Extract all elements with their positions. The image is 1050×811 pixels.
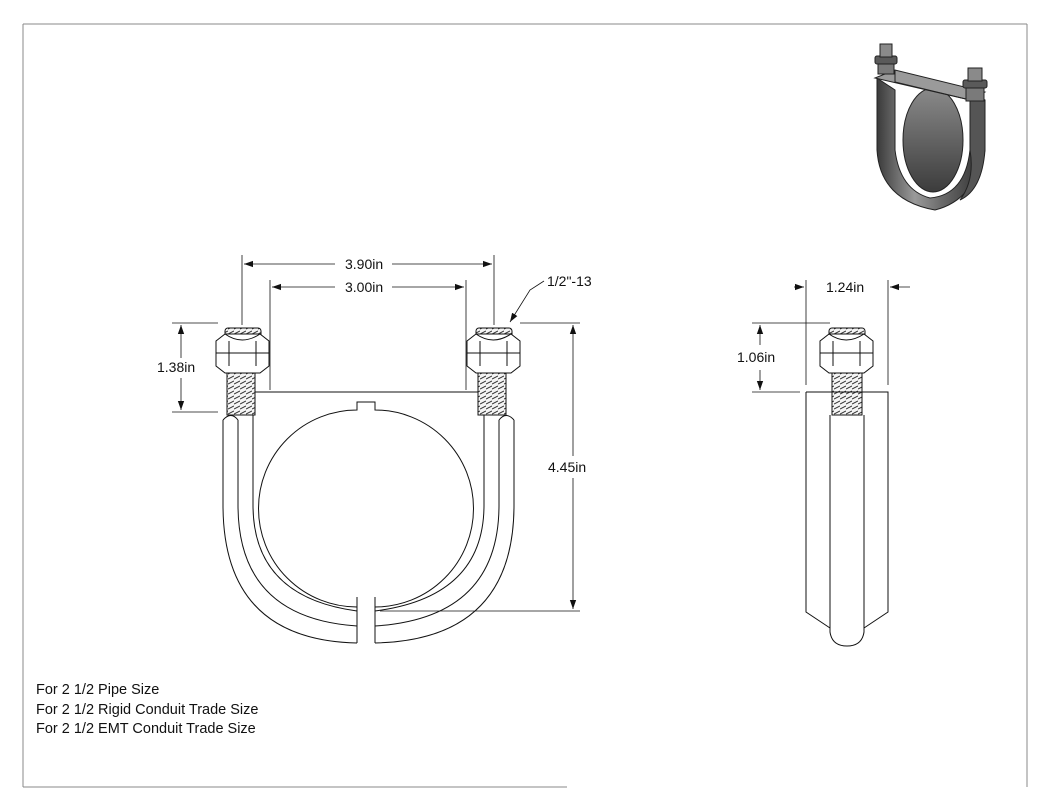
side-view [805,327,889,647]
dim-outer-width: 3.90in [345,256,383,272]
front-dimensions [172,255,580,612]
front-view [215,327,521,644]
note-emt-conduit: For 2 1/2 EMT Conduit Trade Size [36,721,256,737]
dim-inner-width: 3.00in [345,279,383,295]
note-rigid-conduit: For 2 1/2 Rigid Conduit Trade Size [36,701,259,718]
dim-side-thread-length: 1.06in [737,349,775,365]
dim-side-width: 1.24in [826,279,864,295]
note-pipe-size: For 2 1/2 Pipe Size [36,682,160,698]
side-dimensions [752,280,910,393]
dim-overall-height: 4.45in [548,459,586,475]
sheet-border [22,23,1028,788]
dim-thread-spec: 1/2"-13 [547,273,592,289]
isometric-clamp-render [873,43,988,211]
dim-thread-length: 1.38in [157,359,195,375]
size-notes: For 2 1/2 Pipe Size For 2 1/2 Rigid Cond… [36,681,258,740]
